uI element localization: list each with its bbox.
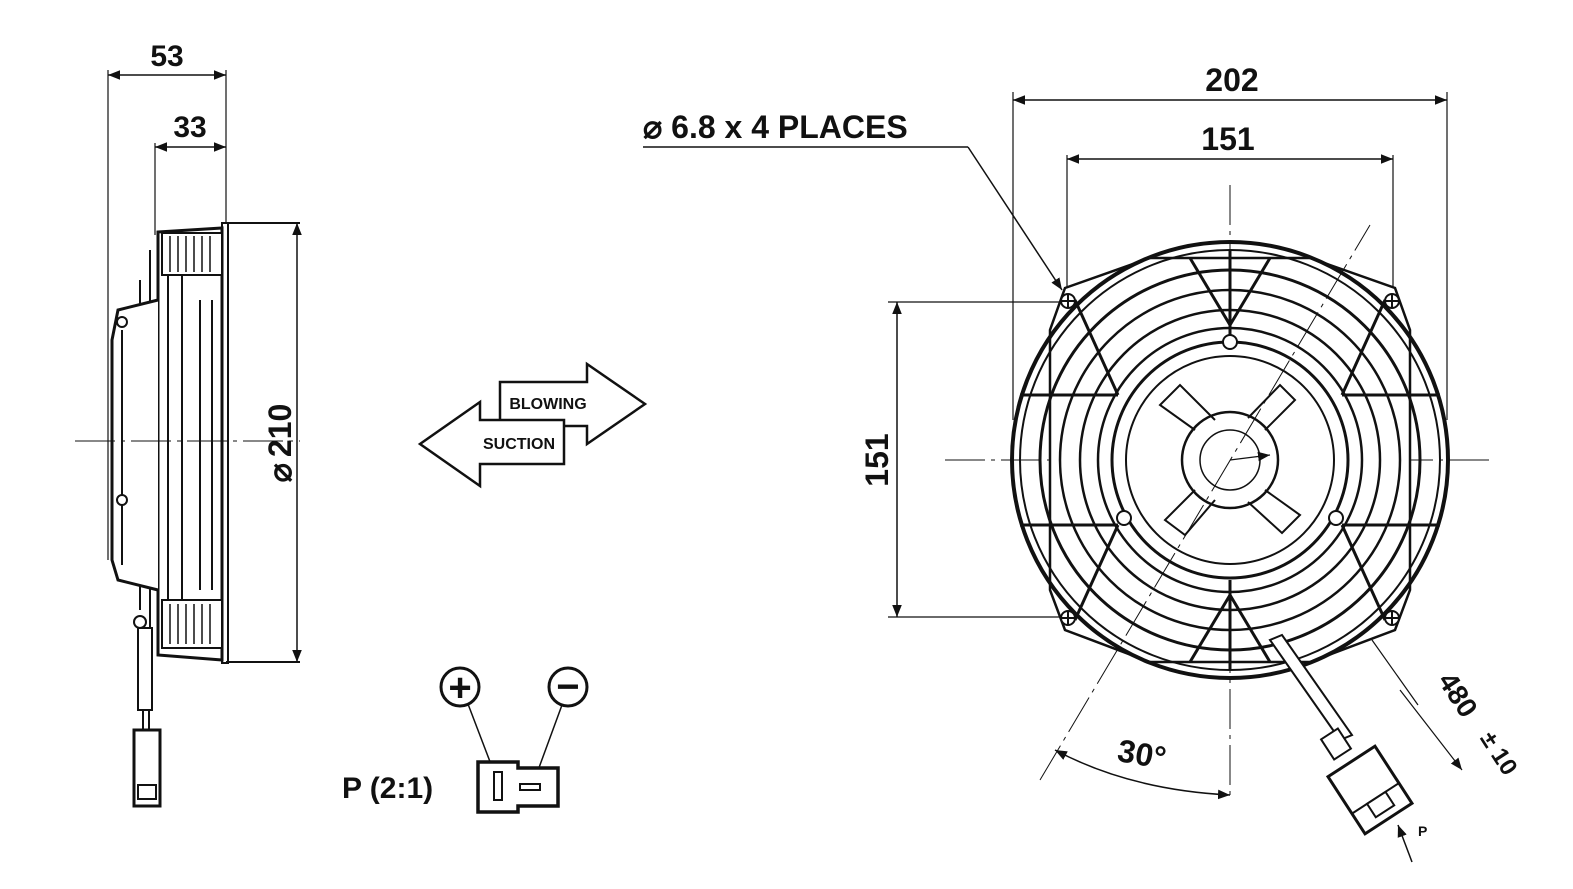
dim-hole-spacing-horizontal: 151 bbox=[1201, 121, 1254, 157]
connector-marker: P bbox=[1418, 823, 1427, 839]
suction-arrow bbox=[417, 399, 566, 489]
mounting-hole bbox=[1060, 293, 1400, 626]
positive-terminal-icon bbox=[439, 666, 481, 708]
connector-body bbox=[476, 760, 560, 814]
angle-arc bbox=[1054, 749, 1231, 800]
dim-hole-spacing-vertical: 151 bbox=[859, 433, 895, 486]
dim-overall-width: 202 bbox=[1205, 62, 1258, 98]
connector-label: P (2:1) bbox=[342, 772, 433, 805]
front-view: 202 151 151 ⌀ 6.8 x 4 PLACES bbox=[643, 62, 1522, 863]
dim-diameter: ⌀210 bbox=[262, 404, 298, 483]
airflow-indicator: BLOWING SUCTION bbox=[417, 361, 648, 489]
blowing-label: BLOWING bbox=[509, 396, 586, 413]
mounting-holes-label: ⌀ 6.8 x 4 PLACES bbox=[643, 109, 908, 145]
svg-text:+: + bbox=[448, 666, 471, 710]
outer-ring bbox=[1010, 240, 1450, 680]
dim-overall-depth: 53 bbox=[150, 40, 183, 73]
front-connector bbox=[1325, 744, 1415, 836]
negative-terminal-icon bbox=[547, 666, 589, 708]
suction-label: SUCTION bbox=[483, 436, 555, 453]
svg-text:−: − bbox=[556, 665, 579, 709]
side-view: 53 33 bbox=[75, 40, 302, 808]
connector-detail: + − P (2:1) bbox=[342, 665, 589, 814]
dim-cable-tolerance: ± 10 bbox=[1474, 727, 1522, 781]
dim-cable-length: 480 bbox=[1432, 667, 1483, 723]
dim-body-depth: 33 bbox=[173, 111, 206, 144]
dim-angle: 30° bbox=[1115, 732, 1169, 776]
